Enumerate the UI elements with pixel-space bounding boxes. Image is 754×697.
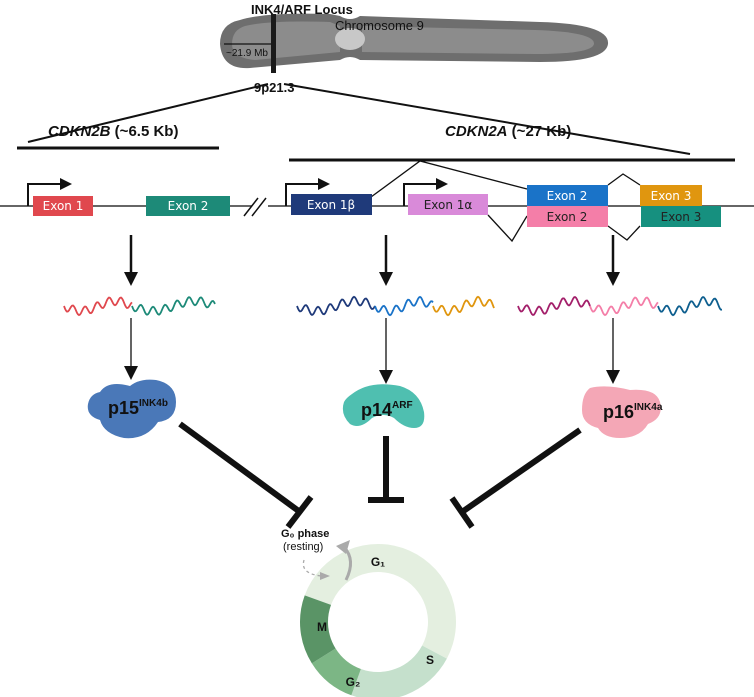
exon-1-alpha: Exon 1α (408, 194, 488, 215)
break-mark (243, 197, 259, 217)
splice-arf (370, 160, 528, 198)
svg-text:Exon 2: Exon 2 (168, 199, 209, 213)
exon-box (527, 185, 608, 206)
svg-text:Exon 2: Exon 2 (547, 189, 588, 203)
svg-text:Exon 1α: Exon 1α (424, 198, 473, 212)
cell-cycle-ring: G₁ S G₂ M (299, 543, 457, 697)
protein-p14: p14ARF (342, 384, 425, 428)
exon-2-arf: Exon 2 (527, 185, 608, 206)
exon-box (641, 206, 721, 227)
cell-cycle-phase-label: G₂ (346, 675, 361, 689)
exon-box (408, 194, 488, 215)
promoter-arrow-cdkn2b (27, 183, 62, 206)
cell-cycle-phase-segment (351, 645, 447, 697)
svg-text:p14ARF: p14ARF (361, 400, 413, 420)
g0-label: G₀ phase (281, 528, 329, 540)
svg-text:Exon 1β: Exon 1β (307, 198, 355, 212)
zoom-line-right (283, 83, 691, 155)
protein-shape (342, 384, 425, 428)
inhibition-p14 (368, 436, 404, 503)
centromere (335, 28, 365, 50)
promoter-arrowhead (60, 178, 72, 190)
locus-label: INK4/ARF Locus (251, 2, 353, 17)
cell-cycle-phase-label: S (426, 653, 434, 667)
exon-3-arf: Exon 3 (640, 185, 702, 206)
exon-box (146, 196, 230, 216)
promoter-arrow-exon1beta (285, 183, 320, 206)
mrna-cdkn2b-exon2 (131, 296, 216, 316)
exon-1-beta: Exon 1β (291, 194, 372, 215)
protein-shape (582, 386, 661, 438)
exon-box (33, 196, 93, 216)
mrna-ink4a-exon3 (657, 295, 723, 317)
inhibition-p16 (449, 427, 582, 529)
cell-cycle-phase-segment (311, 648, 361, 696)
exon-3-ink4a: Exon 3 (641, 206, 721, 227)
exon-box (640, 185, 702, 206)
exon-box (291, 194, 372, 215)
splice-ink4a (487, 214, 528, 243)
splice-exon2-3-bottom (607, 225, 641, 241)
band-label: 9p21.3 (254, 80, 294, 95)
position-label: ~21.9 Mb (226, 48, 268, 59)
cell-cycle-phase-label: M (317, 620, 327, 634)
promoter-arrow-exon1alpha (403, 183, 438, 206)
mrna-arf-exon2 (374, 295, 434, 317)
g0-sublabel: (resting) (283, 541, 323, 553)
protein-p16: p16INK4a (582, 386, 663, 438)
exon-box (527, 206, 608, 227)
chromosome-9 (220, 13, 609, 73)
exon-2-ink4a: Exon 2 (527, 206, 608, 227)
protein-shape (87, 379, 176, 439)
svg-text:Exon 1: Exon 1 (43, 199, 84, 213)
svg-text:p16INK4a: p16INK4a (603, 402, 663, 422)
splice-exon2-3-top (607, 173, 641, 186)
mrna-ink4a-exon2 (589, 296, 659, 317)
protein-p15: p15INK4b (87, 379, 176, 439)
exon-cdkn2b-1: Exon 1 (33, 196, 93, 216)
cell-cycle-phase-label: G₁ (371, 555, 385, 569)
locus-marker (271, 14, 276, 73)
cell-cycle-phase-segment (304, 543, 457, 659)
zoom-line-left (27, 83, 269, 143)
svg-text:Exon 2: Exon 2 (547, 210, 588, 224)
mrna-arf-exon1beta (296, 295, 376, 316)
cdkn2a-header: CDKN2A (~27 Kb) (445, 123, 571, 140)
svg-text:p15INK4b: p15INK4b (108, 398, 168, 418)
mrna-ink4a-exon1alpha (517, 295, 591, 317)
svg-text:Exon 3: Exon 3 (651, 189, 692, 203)
mrna-arf-exon3 (432, 295, 495, 317)
cdkn2b-header: CDKN2B (~6.5 Kb) (48, 123, 178, 140)
mrna-cdkn2b-exon1 (63, 296, 133, 317)
chromosome-name-label: Chromosome 9 (335, 18, 424, 33)
cell-cycle-phase-segment (299, 595, 336, 664)
exon-cdkn2b-2: Exon 2 (146, 196, 230, 216)
svg-text:Exon 3: Exon 3 (661, 210, 702, 224)
inhibition-p15 (178, 421, 314, 529)
g0-entry-arrow (302, 559, 323, 577)
